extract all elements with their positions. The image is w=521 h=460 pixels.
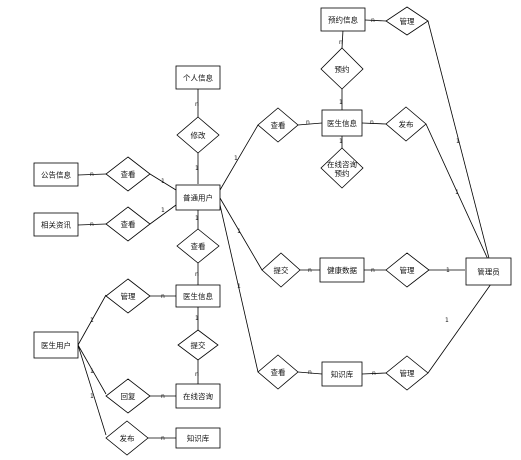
- relation-publish-knowledge: 发布: [105, 420, 149, 456]
- cardinality-label: n: [308, 369, 312, 376]
- entity-announcement-label: 公告信息: [41, 170, 71, 180]
- cardinality-label: 1: [195, 315, 199, 322]
- relation-view-doctor: 查看: [257, 107, 299, 143]
- cardinality-label: 1: [446, 267, 450, 274]
- relation-view-doctor-info-label: 查看: [191, 241, 206, 251]
- cardinality-label: 1: [455, 189, 459, 196]
- relation-view-doctor-info: 查看: [176, 228, 220, 264]
- relation-view-doctor-label: 查看: [271, 120, 286, 130]
- cardinality-label: n: [90, 221, 94, 228]
- relation-manage-health-label: 管理: [400, 265, 415, 275]
- cardinality-label: 1: [90, 368, 94, 375]
- cardinality-label: 1: [90, 393, 94, 400]
- cardinality-label: n: [306, 119, 310, 126]
- relation-view-announcement: 查看: [105, 156, 151, 192]
- connector-lines: [77, 19, 492, 439]
- relation-manage-knowledge-label: 管理: [400, 368, 415, 378]
- cardinality-label: 1: [237, 283, 241, 290]
- cardinality-label: 1: [456, 138, 460, 145]
- relation-submit-consult-label: 提交: [191, 340, 206, 350]
- relation-publish-doctor: 发布: [385, 106, 427, 142]
- entity-doctor-info-top: 医生信息: [321, 109, 363, 137]
- entity-health-data: 健康数据: [319, 257, 365, 283]
- relation-manage-doctor-info-label: 管理: [121, 291, 136, 301]
- entity-personal-info-label: 个人信息: [183, 73, 213, 83]
- cardinality-label: 1: [90, 317, 94, 324]
- entity-knowledge-base-bottom: 知识库: [175, 427, 221, 449]
- entity-health-data-label: 健康数据: [327, 265, 357, 275]
- cardinality-label: 1: [445, 317, 449, 324]
- cardinality-label: n: [195, 101, 199, 108]
- relation-publish-knowledge-label: 发布: [120, 433, 135, 443]
- relation-view-announcement-label: 查看: [121, 169, 136, 179]
- cardinality-label: n: [195, 371, 199, 378]
- relation-modify: 修改: [176, 116, 220, 154]
- entity-knowledge-base-bottom-label: 知识库: [187, 433, 210, 443]
- cardinality-label: n: [371, 17, 375, 24]
- cardinality-label: 1: [339, 99, 343, 106]
- entity-reservation-info-label: 预约信息: [328, 15, 358, 25]
- entity-personal-info: 个人信息: [175, 65, 221, 90]
- cardinality-label: n: [370, 119, 374, 126]
- relation-manage-health: 管理: [385, 252, 430, 288]
- relation-online-consult-reserve: 在线咨询 预约: [320, 147, 364, 189]
- relation-submit-health: 提交: [261, 252, 301, 288]
- entity-knowledge-base: 知识库: [321, 361, 363, 387]
- cardinality-label: n: [161, 293, 165, 300]
- relation-reply-label: 回复: [121, 391, 136, 401]
- entity-announcement: 公告信息: [33, 162, 79, 187]
- cardinality-label: n: [161, 435, 165, 442]
- relation-manage-knowledge: 管理: [385, 355, 429, 391]
- entity-reservation-info: 预约信息: [320, 7, 366, 32]
- cardinality-label: n: [308, 267, 312, 274]
- entity-normal-user-label: 普通用户: [183, 193, 213, 203]
- entity-administrator: 管理员: [465, 257, 512, 286]
- relation-modify-label: 修改: [191, 130, 206, 140]
- cardinality-label: 1: [161, 207, 165, 214]
- cardinality-label: n: [372, 370, 376, 377]
- entity-related-info-label: 相关资讯: [41, 220, 71, 230]
- cardinality-label: 1: [161, 178, 165, 185]
- entity-normal-user: 普通用户: [175, 184, 221, 211]
- relation-publish-doctor-label: 发布: [399, 119, 414, 129]
- cardinality-label: n: [90, 171, 94, 178]
- relation-view-knowledge-label: 查看: [271, 367, 286, 377]
- entity-doctor-info-mid: 医生信息: [175, 284, 221, 308]
- relation-online-consult-reserve-label-1: 在线咨询: [327, 159, 357, 169]
- relation-online-consult-reserve-label-2: 预约: [335, 168, 350, 178]
- entity-administrator-label: 管理员: [477, 267, 500, 277]
- relation-view-knowledge: 查看: [257, 354, 299, 390]
- cardinality-label: 1: [339, 138, 343, 145]
- relation-submit-consult: 提交: [177, 329, 219, 361]
- cardinality-label: 1: [234, 155, 238, 162]
- entity-doctor-info-top-label: 医生信息: [327, 118, 357, 128]
- cardinality-label: n: [371, 267, 375, 274]
- relation-submit-health-label: 提交: [274, 265, 289, 275]
- relation-reserve-label: 预约: [335, 64, 350, 74]
- relation-view-related-label: 查看: [121, 219, 136, 229]
- cardinality-label: 1: [237, 228, 241, 235]
- relation-manage-doctor-info: 管理: [105, 278, 151, 314]
- cardinality-labels: n 1 n 1 n 1 1 n n 1 1 n 1 n 1 1 n 1 n n …: [90, 17, 460, 442]
- entity-related-info: 相关资讯: [33, 212, 79, 237]
- cardinality-label: n: [161, 393, 165, 400]
- cardinality-label: 1: [195, 215, 199, 222]
- relation-reply: 回复: [105, 378, 151, 414]
- entity-doctor-user-label: 医生用户: [41, 340, 71, 350]
- entity-online-consult: 在线咨询: [175, 383, 221, 409]
- entity-doctor-user: 医生用户: [33, 331, 79, 359]
- cardinality-label: n: [339, 39, 343, 46]
- entity-knowledge-base-label: 知识库: [331, 369, 354, 379]
- cardinality-label: n: [195, 271, 199, 278]
- relation-view-related: 查看: [105, 206, 151, 242]
- entity-doctor-info-mid-label: 医生信息: [183, 291, 213, 301]
- relation-manage-reservation: 管理: [385, 6, 429, 36]
- relation-manage-reservation-label: 管理: [400, 16, 415, 26]
- cardinality-label: 1: [195, 165, 199, 172]
- relation-reserve: 预约: [320, 47, 364, 90]
- entity-online-consult-label: 在线咨询: [183, 391, 213, 401]
